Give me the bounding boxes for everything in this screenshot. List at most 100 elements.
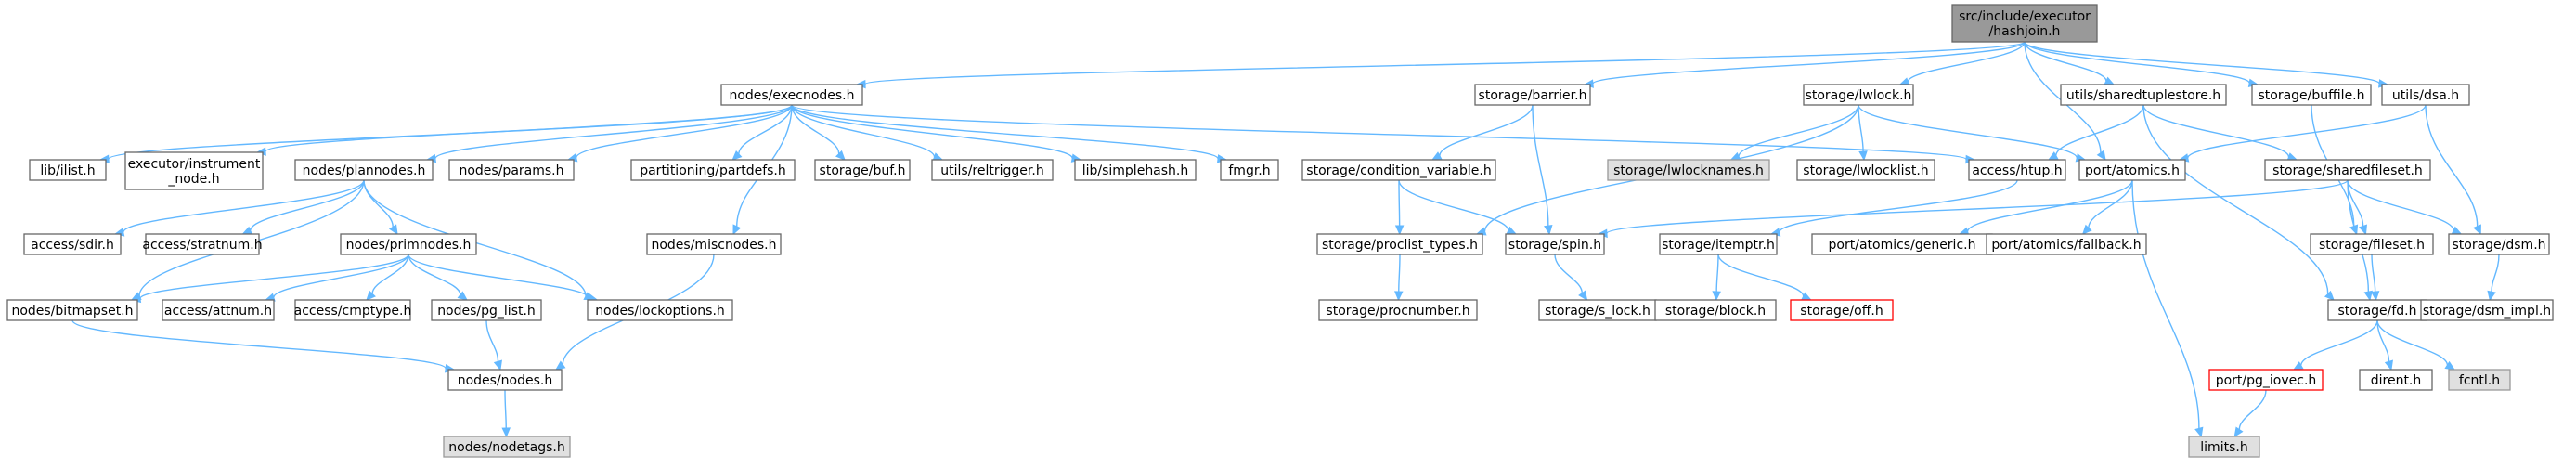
- edge-line: [2238, 389, 2267, 430]
- node-box: [23, 233, 122, 255]
- node-miscnodes[interactable]: nodes/miscnodes.h: [646, 233, 782, 255]
- edge-plannodes-to-stratnum: [241, 179, 365, 235]
- node-block[interactable]: storage/block.h: [1654, 299, 1777, 321]
- node-box: [2251, 84, 2372, 106]
- node-label: nodes/lockoptions.h: [595, 304, 725, 319]
- node-label: storage/s_lock.h: [1545, 304, 1650, 319]
- node-label: storage/condition_variable.h: [1306, 163, 1491, 178]
- node-label: storage/sharedfileset.h: [2272, 163, 2423, 178]
- node-fileset[interactable]: storage/fileset.h: [2310, 233, 2434, 255]
- node-attnum[interactable]: access/attnum.h: [162, 299, 275, 321]
- edge-line: [1606, 179, 2349, 234]
- node-instrument[interactable]: executor/instrument_node.h: [124, 151, 264, 190]
- node-buffile[interactable]: storage/buffile.h: [2251, 84, 2372, 106]
- edge-execnodes-to-instrument: [255, 104, 793, 156]
- edge-line: [2142, 104, 2290, 158]
- node-spin[interactable]: storage/spin.h: [1505, 233, 1605, 255]
- node-label: port/atomics/fallback.h: [1991, 238, 2141, 253]
- edge-sharedtuplestore-to-htup: [2047, 104, 2144, 161]
- edge-line: [1858, 104, 1864, 152]
- node-box: [1318, 299, 1478, 321]
- edge-line: [71, 319, 447, 370]
- node-fmgr[interactable]: fmgr.h: [1220, 159, 1279, 181]
- node-htup[interactable]: access/htup.h: [1968, 159, 2066, 181]
- edge-line: [371, 254, 409, 294]
- node-lwlock[interactable]: storage/lwlock.h: [1803, 84, 1914, 106]
- node-box: [2264, 159, 2431, 181]
- edge-line: [2131, 179, 2200, 429]
- node-label: storage/block.h: [1665, 304, 1766, 319]
- edge-line: [273, 254, 409, 298]
- node-generic[interactable]: port/atomics/generic.h: [1811, 233, 1993, 255]
- node-simplehash[interactable]: lib/simplehash.h: [1074, 159, 1197, 181]
- node-procnumber[interactable]: storage/procnumber.h: [1318, 299, 1478, 321]
- node-box: [443, 436, 571, 458]
- node-fallback[interactable]: port/atomics/fallback.h: [1986, 233, 2147, 255]
- node-cmptype[interactable]: access/cmptype.h: [294, 299, 412, 321]
- node-dsm[interactable]: storage/dsm.h: [2448, 233, 2550, 255]
- node-sdir[interactable]: access/sdir.h: [23, 233, 122, 255]
- edge-arrowhead: [1544, 224, 1553, 236]
- node-reltrigger[interactable]: utils/reltrigger.h: [931, 159, 1054, 181]
- node-limits: limits.h: [2188, 436, 2260, 458]
- edge-line: [1439, 104, 1534, 156]
- node-ilist[interactable]: lib/ilist.h: [29, 159, 107, 181]
- node-bitmapset[interactable]: nodes/bitmapset.h: [6, 299, 138, 321]
- node-lwlocklist[interactable]: storage/lwlocklist.h: [1796, 159, 1935, 181]
- node-label: utils/sharedtuplestore.h: [2066, 88, 2220, 103]
- edge-arrowhead: [388, 224, 398, 236]
- node-box: [1316, 233, 1483, 255]
- node-execnodes[interactable]: nodes/execnodes.h: [720, 84, 863, 106]
- node-box: [1986, 233, 2147, 255]
- edge-line: [864, 41, 2026, 85]
- node-nodes[interactable]: nodes/nodes.h: [447, 369, 563, 391]
- edge-line: [2491, 254, 2500, 293]
- node-label: storage/barrier.h: [1479, 88, 1587, 103]
- node-sharedfileset[interactable]: storage/sharedfileset.h: [2264, 159, 2431, 181]
- node-label: partitioning/partdefs.h: [640, 163, 786, 178]
- edge-line: [2376, 319, 2390, 362]
- nodes-layer: src/include/executor/hashjoin.hnodes/exe…: [6, 4, 2554, 458]
- node-label: lib/ilist.h: [40, 163, 95, 178]
- edge-line: [1398, 254, 1401, 293]
- edge-line: [791, 104, 936, 158]
- node-lockoptions[interactable]: nodes/lockoptions.h: [587, 299, 733, 321]
- edge-execnodes-to-buf: [791, 104, 846, 161]
- node-buf[interactable]: storage/buf.h: [814, 159, 911, 181]
- node-box: [448, 159, 575, 181]
- node-box: [162, 299, 275, 321]
- node-proclist[interactable]: storage/proclist_types.h: [1316, 233, 1483, 255]
- node-label: nodes/execnodes.h: [729, 88, 854, 103]
- node-fd[interactable]: storage/fd.h: [2327, 299, 2427, 321]
- node-dirent[interactable]: dirent.h: [2359, 369, 2433, 391]
- node-dsm_impl[interactable]: storage/dsm_impl.h: [2420, 299, 2554, 321]
- edge-arrowhead: [1578, 290, 1588, 302]
- node-box: [6, 299, 138, 321]
- node-stratnum[interactable]: access/stratnum.h: [142, 233, 263, 255]
- node-dsa[interactable]: utils/dsa.h: [2381, 84, 2470, 106]
- node-primnodes[interactable]: nodes/primnodes.h: [340, 233, 477, 255]
- node-label: storage/spin.h: [1508, 238, 1601, 253]
- edge-line: [1398, 179, 1509, 231]
- node-itemptr[interactable]: storage/itemptr.h: [1659, 233, 1778, 255]
- node-barrier[interactable]: storage/barrier.h: [1474, 84, 1591, 106]
- node-atomics[interactable]: port/atomics.h: [2078, 159, 2186, 181]
- node-condvar[interactable]: storage/condition_variable.h: [1301, 159, 1496, 181]
- edge-line: [1717, 254, 1805, 297]
- node-label: fmgr.h: [1228, 163, 1270, 178]
- edge-itemptr-to-off: [1717, 254, 1812, 301]
- edge-spin-to-s_lock: [1554, 254, 1588, 302]
- edge-execnodes-to-htup: [791, 104, 1976, 164]
- edge-line: [2055, 104, 2144, 156]
- edge-pg_iovec-to-limits: [2233, 389, 2267, 438]
- node-box: [587, 299, 733, 321]
- node-label: nodes/pg_list.h: [437, 304, 536, 319]
- node-plannodes[interactable]: nodes/plannodes.h: [294, 159, 434, 181]
- node-sharedtuplestore[interactable]: utils/sharedtuplestore.h: [2060, 84, 2227, 106]
- node-pg_list[interactable]: nodes/pg_list.h: [431, 299, 542, 321]
- edge-primnodes-to-lockoptions: [408, 254, 599, 303]
- node-params[interactable]: nodes/params.h: [448, 159, 575, 181]
- node-partdefs[interactable]: partitioning/partdefs.h: [630, 159, 796, 181]
- node-s_lock[interactable]: storage/s_lock.h: [1538, 299, 1657, 321]
- node-box: [2078, 159, 2186, 181]
